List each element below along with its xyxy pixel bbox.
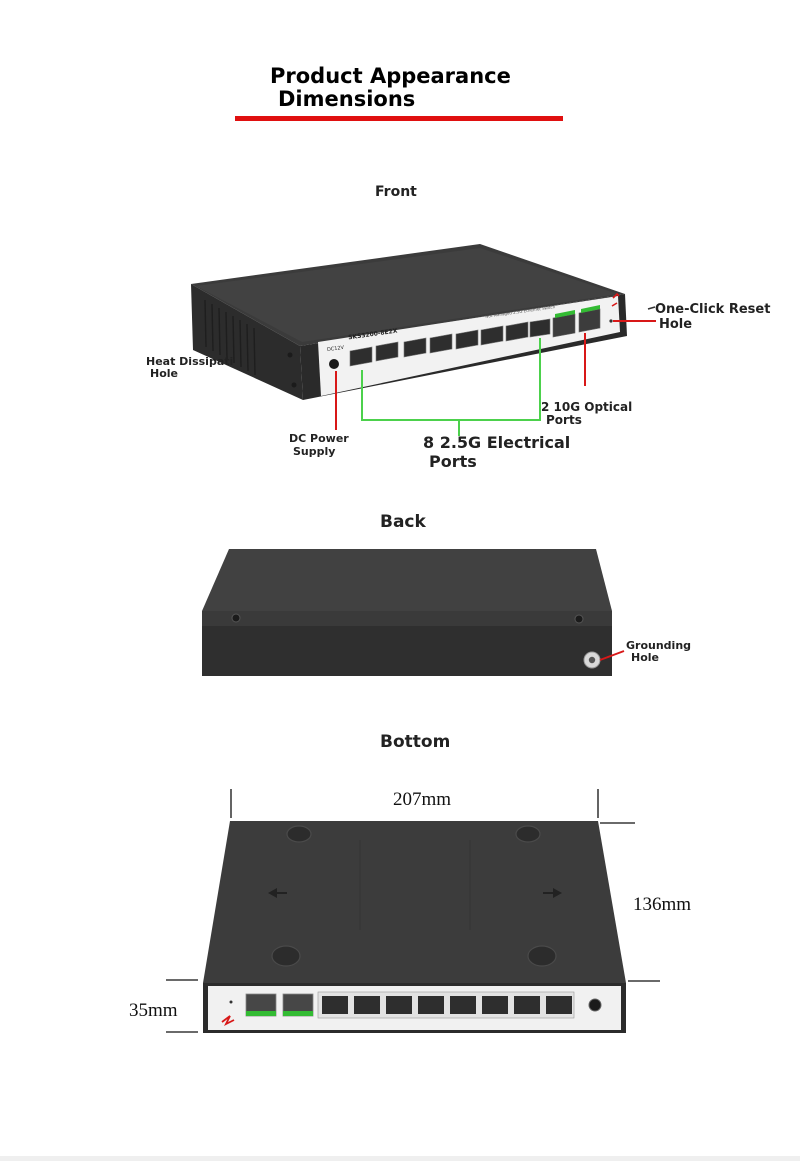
- electrical-ports-label-line2: Ports: [429, 452, 477, 471]
- front-callout-lines: [335, 306, 656, 436]
- optical-ports-label-line1: 2 10G Optical: [541, 400, 633, 414]
- dc-power-label-line2: Supply: [293, 445, 336, 458]
- reset-hole-label-line1: One-Click Reset: [655, 302, 771, 317]
- bottom-device-image: [203, 821, 626, 1033]
- page-title-line1: Product Appearance: [270, 64, 511, 88]
- front-section-title: Front: [375, 184, 417, 200]
- page-title-line2: Dimensions: [278, 87, 416, 111]
- optical-ports-label-line2: Ports: [546, 413, 582, 427]
- back-section-title: Back: [380, 512, 426, 532]
- heat-dissipation-label-line2: Hole: [150, 367, 178, 380]
- title-underline: [235, 116, 563, 121]
- dc-power-label-line1: DC Power: [289, 432, 349, 445]
- grounding-hole-label-line2: Hole: [631, 651, 659, 664]
- front-dc-label-text: DC12V: [326, 344, 345, 354]
- heat-dissipation-label-line1: Heat Dissipati: [146, 355, 234, 368]
- front-device-model-text: SKS3200-8E2X: [347, 327, 398, 342]
- back-device-image: [202, 549, 625, 676]
- grounding-hole-label-line1: Grounding: [626, 639, 692, 652]
- electrical-ports-label-line1: 8 2.5G Electrical: [423, 433, 571, 452]
- dimension-lines: [166, 789, 660, 1033]
- front-device-sublabel-text: Not Managed 2.5G Ethernet Switch: [484, 304, 556, 319]
- front-device-image: [191, 244, 627, 400]
- depth-dimension-label: 136mm: [633, 894, 692, 915]
- height-dimension-label: 35mm: [129, 1000, 178, 1021]
- width-dimension-label: 207mm: [393, 789, 452, 810]
- footer-divider: [0, 1156, 800, 1161]
- reset-hole-label-line2: Hole: [659, 317, 693, 332]
- bottom-section-title: Bottom: [380, 732, 451, 752]
